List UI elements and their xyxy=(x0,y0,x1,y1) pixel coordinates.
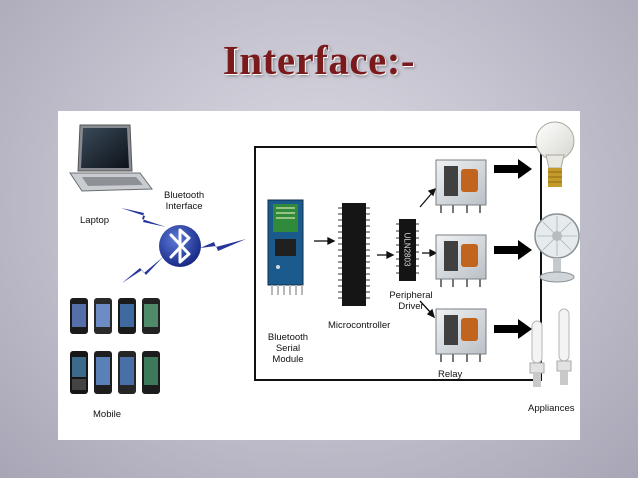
slide-title: Interface:- xyxy=(222,37,416,83)
wireless-signal-icon xyxy=(200,239,246,251)
relay-icon xyxy=(435,234,487,287)
peripheral-driver-label: Peripheral Driver xyxy=(386,290,436,312)
bluetooth-label-line1: Bluetooth xyxy=(164,190,205,201)
bluetooth-label-line2: Interface xyxy=(165,201,203,212)
bluetooth-icon xyxy=(159,225,201,267)
microcontroller-label: Microcontroller xyxy=(328,320,391,331)
bt-module-label-line1: Bluetooth xyxy=(267,332,309,343)
appliances-label: Appliances xyxy=(528,403,575,414)
light-bulb-icon xyxy=(535,121,575,187)
cfl-lamp-icon xyxy=(529,308,572,387)
driver-chip-icon xyxy=(396,219,419,281)
bluetooth-interface-label: Bluetooth Interface xyxy=(164,190,204,212)
fan-icon xyxy=(534,213,580,283)
laptop-label: Laptop xyxy=(80,215,110,226)
driver-label-line2: Driver xyxy=(398,301,424,312)
mobile-phone-icon xyxy=(70,298,160,394)
driver-chip-text: ULN2803 xyxy=(402,232,412,267)
relay-label: Relay xyxy=(438,369,463,380)
laptop-icon xyxy=(69,124,153,192)
flow-arrow xyxy=(314,187,438,319)
control-board-frame xyxy=(254,146,542,381)
bt-module-label: Bluetooth Serial Module xyxy=(263,332,313,365)
relay-icon xyxy=(435,308,487,362)
block-diagram: Laptop Bluetooth Interface Mobile Blueto… xyxy=(58,111,580,440)
diagram-canvas xyxy=(69,121,580,394)
wireless-signal-icon xyxy=(121,208,166,227)
driver-label-line1: Peripheral xyxy=(389,290,433,301)
mobile-label: Mobile xyxy=(93,409,121,420)
microcontroller-chip-icon xyxy=(338,203,370,306)
bluetooth-module-icon xyxy=(267,199,304,295)
bt-module-label-line3: Module xyxy=(272,354,304,365)
output-arrow xyxy=(494,159,532,339)
bt-module-label-line2: Serial xyxy=(275,343,301,354)
relay-icon xyxy=(435,159,487,213)
wireless-signal-icon xyxy=(122,257,163,283)
